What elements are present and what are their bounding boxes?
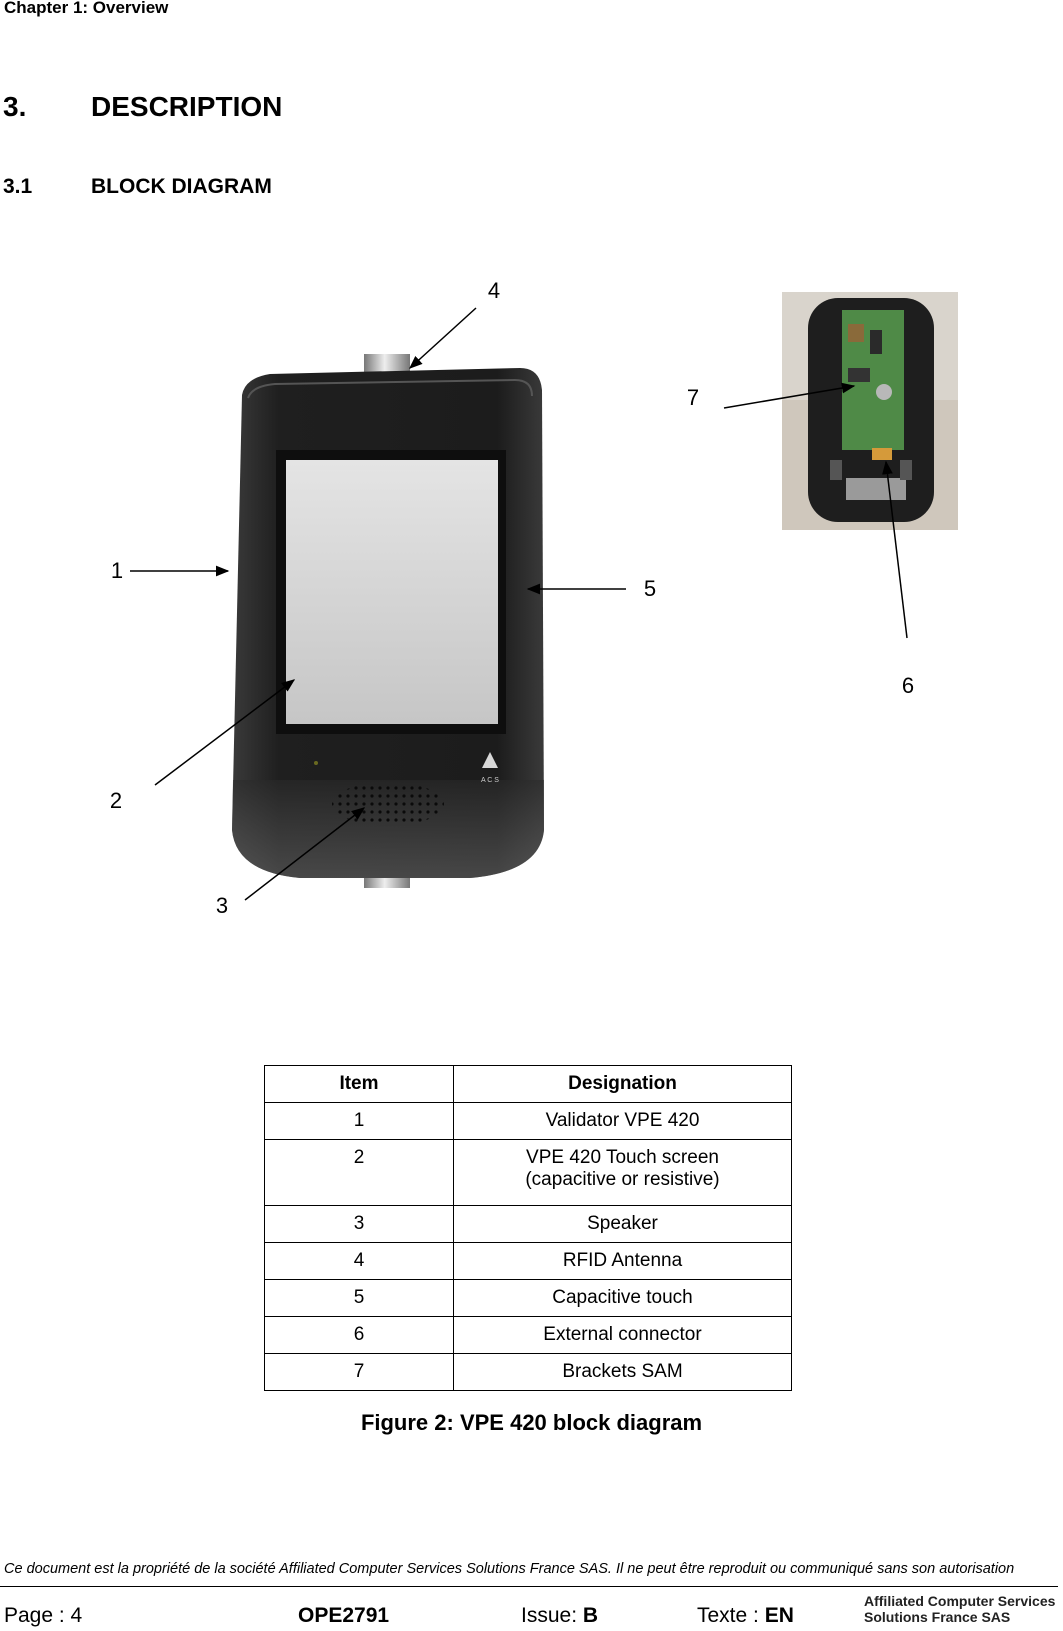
table-header-row: Item Designation: [264, 1065, 792, 1103]
table-row: 7 Brackets SAM: [264, 1353, 792, 1391]
page-number: Page : 4: [4, 1604, 83, 1627]
item-designation: Validator VPE 420: [453, 1102, 792, 1140]
touch-screen: [286, 460, 498, 724]
block-diagram-figure: A C S 1 2 3 4 5 6 7: [110, 278, 958, 918]
item-designation: Brackets SAM: [453, 1353, 792, 1391]
section-number: 3.: [3, 91, 27, 122]
footer-notice: Ce document est la propriété de la socié…: [4, 1561, 1015, 1577]
callout-3: 3: [216, 893, 228, 918]
item-designation: RFID Antenna: [453, 1242, 792, 1280]
column-header-item: Item: [264, 1065, 454, 1103]
designation-line-1: VPE 420 Touch screen: [526, 1147, 719, 1168]
callout-6: 6: [902, 673, 914, 698]
acs-logo-icon: [482, 752, 498, 768]
issue-value: B: [582, 1604, 599, 1627]
callout-4: 4: [488, 278, 500, 303]
callout-2: 2: [110, 788, 122, 813]
item-number: 4: [264, 1242, 454, 1280]
company-line-1: Affiliated Computer Services: [864, 1593, 1056, 1609]
callouts: 1 2 3 4 5 6 7: [110, 278, 914, 918]
callout-1: 1: [111, 558, 123, 583]
table-row: 2 VPE 420 Touch screen(capacitive or res…: [264, 1139, 792, 1206]
callout-5: 5: [644, 576, 656, 601]
validator-device-image: A C S: [232, 354, 544, 888]
device-logo-text: A C S: [481, 777, 499, 784]
item-number: 2: [264, 1139, 454, 1206]
table-row: 4 RFID Antenna: [264, 1242, 792, 1280]
item-designation-table: Item Designation 1 Validator VPE 420 2 V…: [264, 1065, 792, 1391]
company-logo: Affiliated Computer Services Solutions F…: [864, 1593, 1055, 1625]
table-row: 5 Capacitive touch: [264, 1279, 792, 1317]
issue-indicator: Issue: B: [521, 1604, 598, 1628]
item-designation: Capacitive touch: [453, 1279, 792, 1317]
issue-label: Issue:: [521, 1604, 583, 1627]
item-number: 3: [264, 1205, 454, 1243]
callout-7: 7: [687, 385, 699, 410]
chapter-header: Chapter 1: Overview: [4, 0, 169, 17]
item-number: 5: [264, 1279, 454, 1317]
item-number: 1: [264, 1102, 454, 1140]
item-designation: VPE 420 Touch screen(capacitive or resis…: [453, 1139, 792, 1206]
company-line-2: Solutions France SAS: [864, 1609, 1011, 1625]
item-designation: Speaker: [453, 1205, 792, 1243]
table-row: 6 External connector: [264, 1316, 792, 1354]
subsection-number: 3.1: [3, 175, 33, 198]
column-header-designation: Designation: [453, 1065, 792, 1103]
item-number: 7: [264, 1353, 454, 1391]
text-language-indicator: Texte : EN: [697, 1604, 794, 1628]
table-row: 1 Validator VPE 420: [264, 1102, 792, 1140]
document-reference: OPE2791: [298, 1604, 390, 1627]
item-designation: External connector: [453, 1316, 792, 1354]
figure-caption: Figure 2: VPE 420 block diagram: [360, 1410, 703, 1435]
table-row: 3 Speaker: [264, 1205, 792, 1243]
text-label: Texte :: [697, 1604, 765, 1627]
subsection-title: BLOCK DIAGRAM: [91, 175, 272, 198]
device-back-photo: [782, 292, 958, 530]
item-number: 6: [264, 1316, 454, 1354]
text-value: EN: [764, 1604, 794, 1627]
footer-divider: [0, 1586, 1058, 1587]
section-title: DESCRIPTION: [91, 91, 283, 122]
designation-line-2: (capacitive or resistive): [525, 1169, 720, 1190]
